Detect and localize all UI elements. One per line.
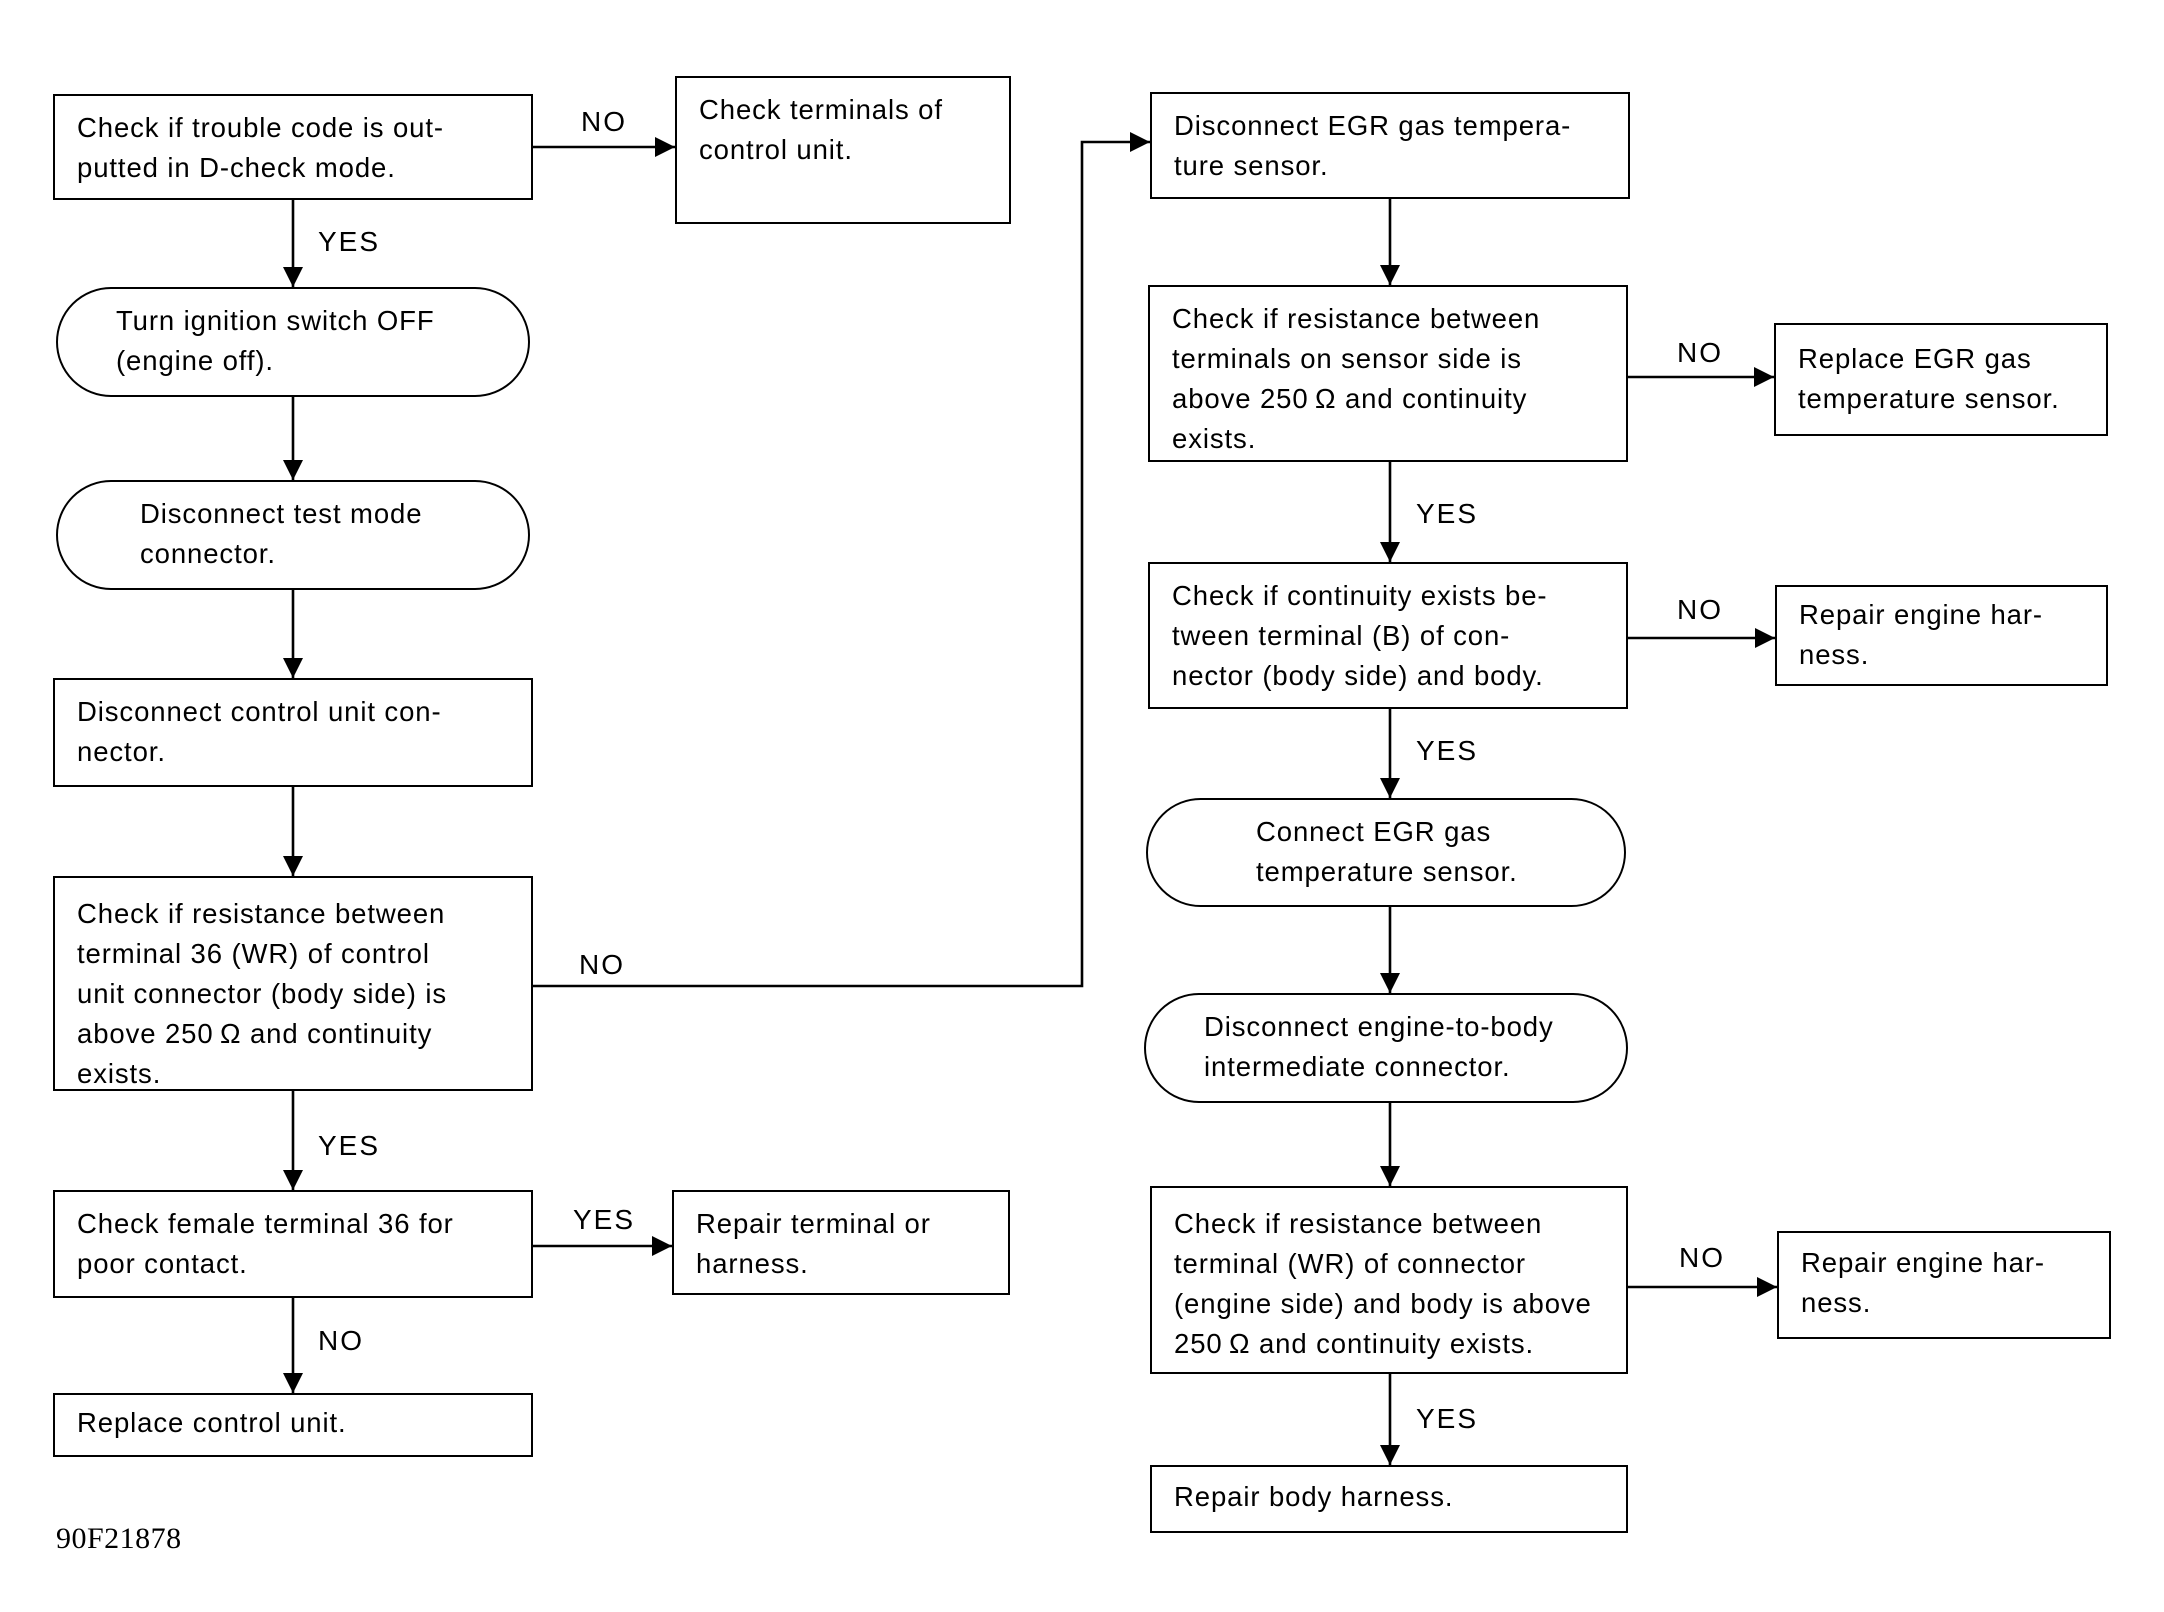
label-no-female36: NO <box>318 1325 364 1356</box>
label-yes-sensorside: YES <box>1416 498 1479 529</box>
step-check-sensor-side-resistance: Check if resistance between terminals on… <box>1148 285 1628 462</box>
step-turn-ignition-off: Turn ignition switch OFF (engine off). <box>56 287 530 397</box>
label-no-engineside: NO <box>1679 1242 1725 1273</box>
step-replace-egr-sensor: Replace EGR gas temperature sensor. <box>1774 323 2108 436</box>
label-yes-female36: YES <box>573 1204 636 1235</box>
step-repair-body-harness: Repair body harness. <box>1150 1465 1628 1533</box>
label-yes-dcheck: YES <box>318 226 381 257</box>
step-check-terminal-36-resistance: Check if resistance between terminal 36 … <box>53 876 533 1091</box>
step-disconnect-engine-to-body-connector: Disconnect engine-to-body intermediate c… <box>1144 993 1628 1103</box>
step-repair-engine-harness-1: Repair engine har- ness. <box>1775 585 2108 686</box>
label-no-sensorside: NO <box>1677 337 1723 368</box>
step-disconnect-egr-sensor: Disconnect EGR gas tempera- ture sensor. <box>1150 92 1630 199</box>
arrow-terminal36-to-disconnect-egr <box>533 132 1150 988</box>
step-replace-control-unit: Replace control unit. <box>53 1393 533 1457</box>
step-disconnect-control-unit-connector: Disconnect control unit con- nector. <box>53 678 533 787</box>
label-yes-terminal36: YES <box>318 1130 381 1161</box>
step-check-continuity-terminal-b: Check if continuity exists be- tween ter… <box>1148 562 1628 709</box>
label-no-continuityb: NO <box>1677 594 1723 625</box>
label-no-terminal36: NO <box>579 949 625 980</box>
step-check-control-unit-terminals: Check terminals of control unit. <box>675 76 1011 224</box>
step-repair-engine-harness-2: Repair engine har- ness. <box>1777 1231 2111 1339</box>
label-no-dcheck: NO <box>581 106 627 137</box>
step-check-dcheck-mode: Check if trouble code is out- putted in … <box>53 94 533 200</box>
figure-id: 90F21878 <box>56 1522 182 1555</box>
label-yes-continuityb: YES <box>1416 735 1479 766</box>
label-yes-engineside: YES <box>1416 1403 1479 1434</box>
step-check-female-terminal-36: Check female terminal 36 for poor contac… <box>53 1190 533 1298</box>
step-check-engine-side-resistance: Check if resistance between terminal (WR… <box>1150 1186 1628 1374</box>
step-disconnect-test-mode-connector: Disconnect test mode connector. <box>56 480 530 590</box>
step-repair-terminal-or-harness: Repair terminal or harness. <box>672 1190 1010 1295</box>
step-connect-egr-sensor: Connect EGR gas temperature sensor. <box>1146 798 1626 907</box>
